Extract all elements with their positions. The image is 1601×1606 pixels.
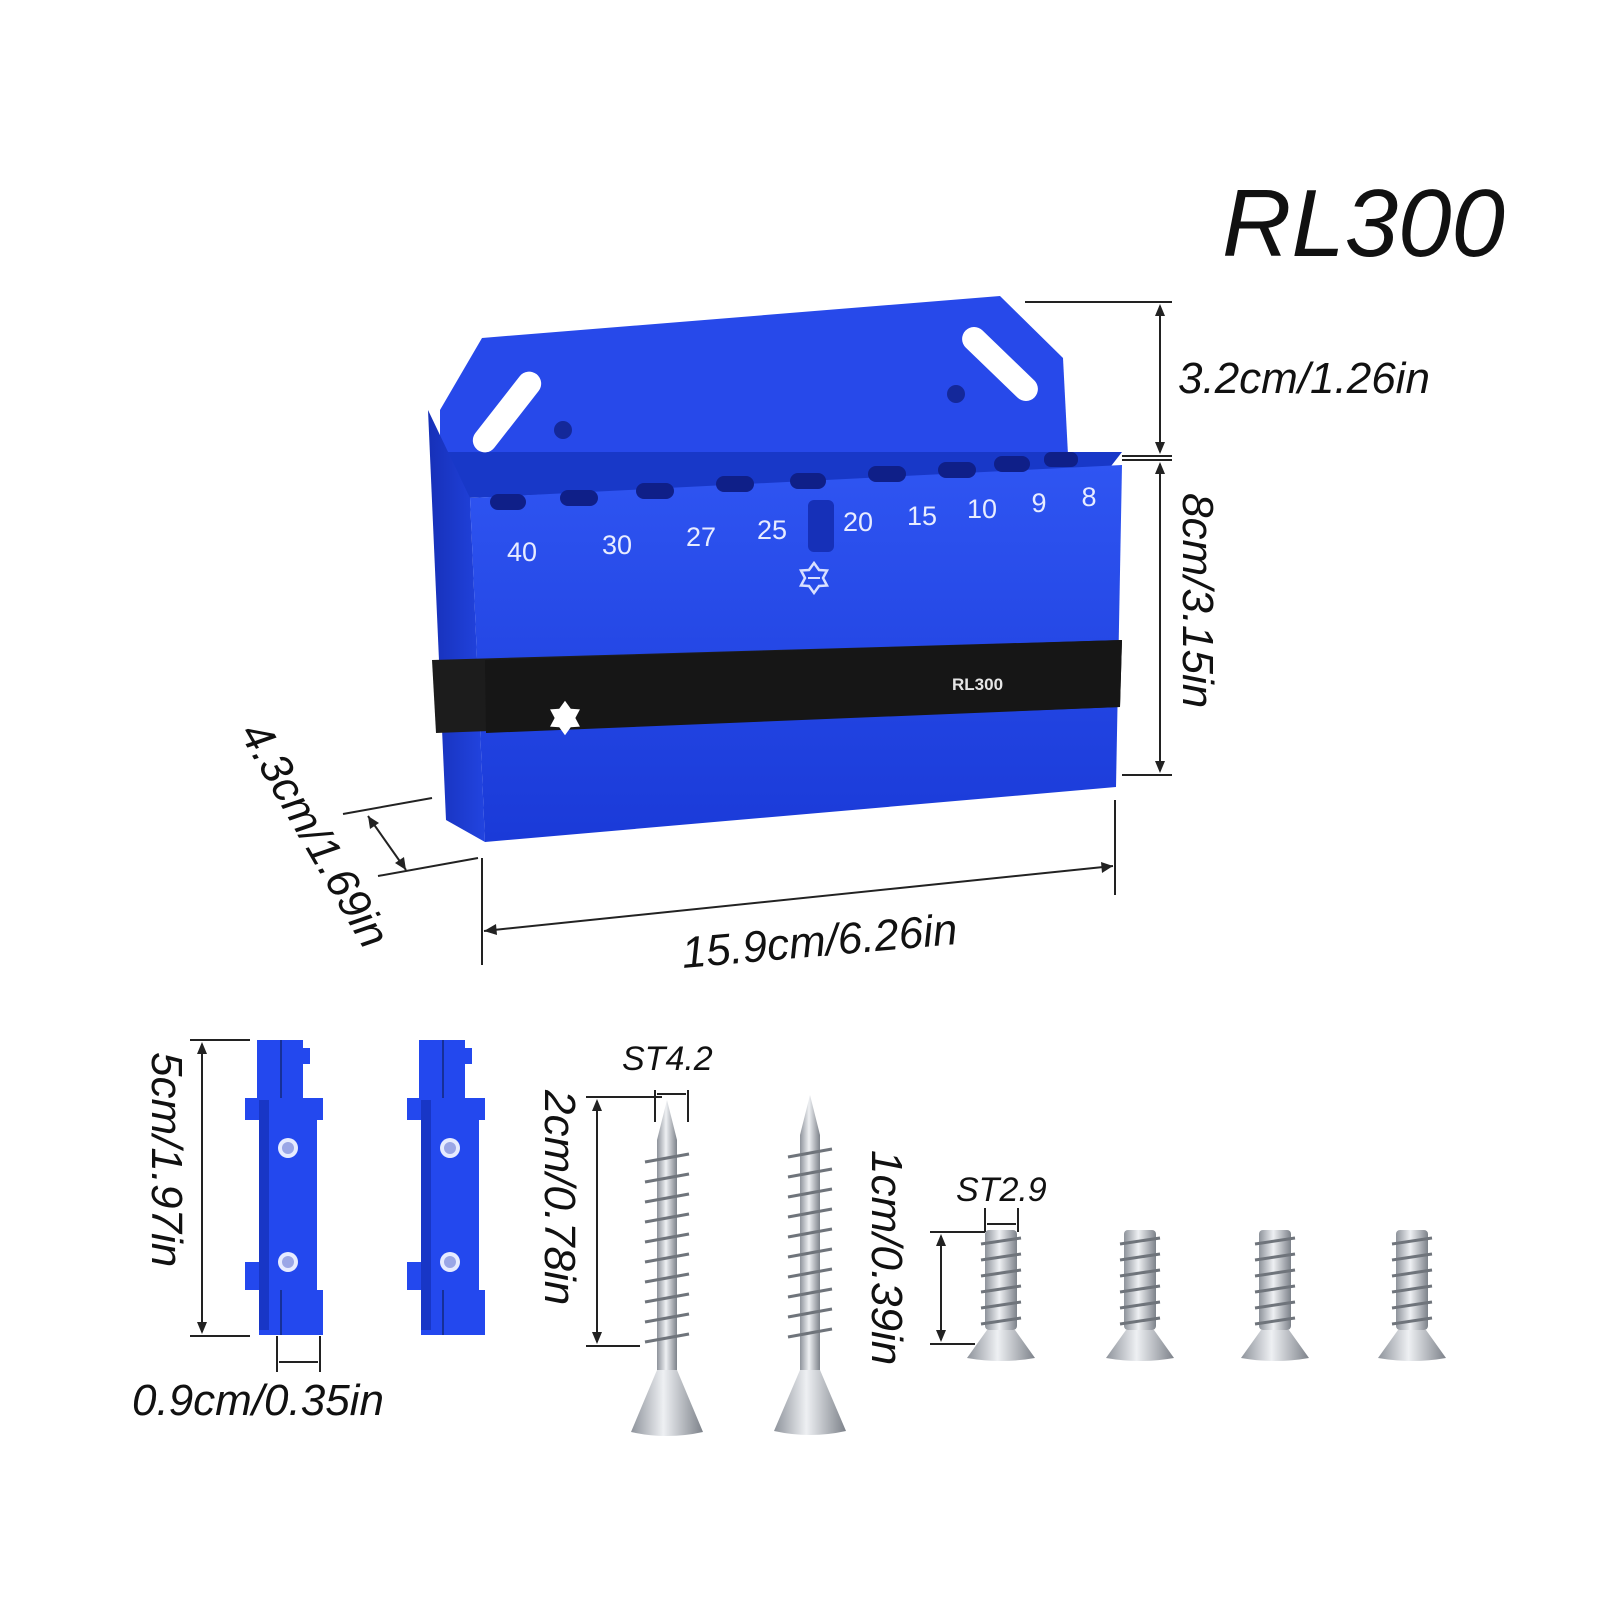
- top-height-dimension: 3.2cm/1.26in: [1178, 354, 1430, 403]
- mounting-slot-left: [472, 371, 542, 453]
- band-label: RL300: [952, 675, 1003, 694]
- slot-number: 15: [907, 501, 937, 531]
- holder-dimension-lines: [342, 301, 1172, 965]
- short-screw: [1378, 1230, 1446, 1361]
- short-screw-dimension-lines: [930, 1208, 1019, 1345]
- long-screw: [631, 1100, 703, 1436]
- slot-number: 10: [967, 494, 997, 524]
- screw-hole-right: [947, 385, 965, 403]
- screw-hole-left: [554, 421, 572, 439]
- slot-number: 30: [602, 530, 632, 560]
- long-screw-length-dimension: 2cm/0.78in: [535, 1089, 584, 1305]
- torx-outline-icon: [799, 561, 829, 595]
- slot-number: 9: [1031, 488, 1046, 518]
- slot-number: 20: [843, 507, 873, 537]
- short-screw-length-dimension: 1cm/0.39in: [862, 1150, 911, 1365]
- slot-number: 8: [1081, 482, 1096, 512]
- short-screw: [1106, 1230, 1174, 1361]
- model-title: RL300: [1222, 170, 1505, 277]
- long-screw: [774, 1095, 846, 1435]
- long-screw-dimension-lines: [586, 1090, 689, 1347]
- short-screw-spec: ST2.9: [956, 1171, 1047, 1209]
- short-screw: [967, 1230, 1035, 1361]
- slot-number: 27: [686, 522, 716, 552]
- mounting-slot-right: [962, 326, 1038, 402]
- depth-dimension: 4.3cm/1.69in: [230, 714, 398, 957]
- bracket-width-dimension: 0.9cm/0.35in: [132, 1376, 384, 1425]
- bracket-height-dimension: 5cm/1.97in: [142, 1052, 191, 1267]
- mounting-bracket: [407, 1040, 485, 1335]
- width-dimension: 15.9cm/6.26in: [680, 905, 960, 978]
- bracket-dimension-lines: [190, 1039, 321, 1372]
- long-screw-spec: ST4.2: [622, 1040, 713, 1078]
- short-screw: [1241, 1230, 1309, 1361]
- slot-number: 25: [757, 515, 787, 545]
- mounting-bracket: [245, 1040, 323, 1335]
- slot-number: 40: [507, 537, 537, 567]
- body-height-dimension: 8cm/3.15in: [1173, 493, 1222, 708]
- bit-holder: 40 30 27 25 20 15 10 9 8 RL300: [428, 296, 1122, 842]
